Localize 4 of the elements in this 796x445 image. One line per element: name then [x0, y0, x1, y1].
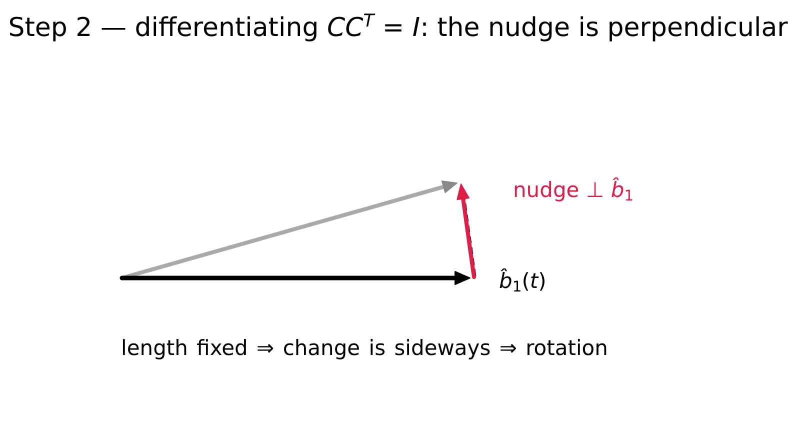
nudge-label: nudge ⊥ b̂$_{1}$	[513, 178, 634, 202]
title: Step 2 — differentiating CC$^{T}$ = I: the nudge is perpendicular	[7, 14, 789, 44]
vector-label: b̂$_{1}$(t)	[499, 269, 546, 294]
caption-text: length fixed ⇒ change is sideways ⇒ rotation	[121, 336, 608, 360]
